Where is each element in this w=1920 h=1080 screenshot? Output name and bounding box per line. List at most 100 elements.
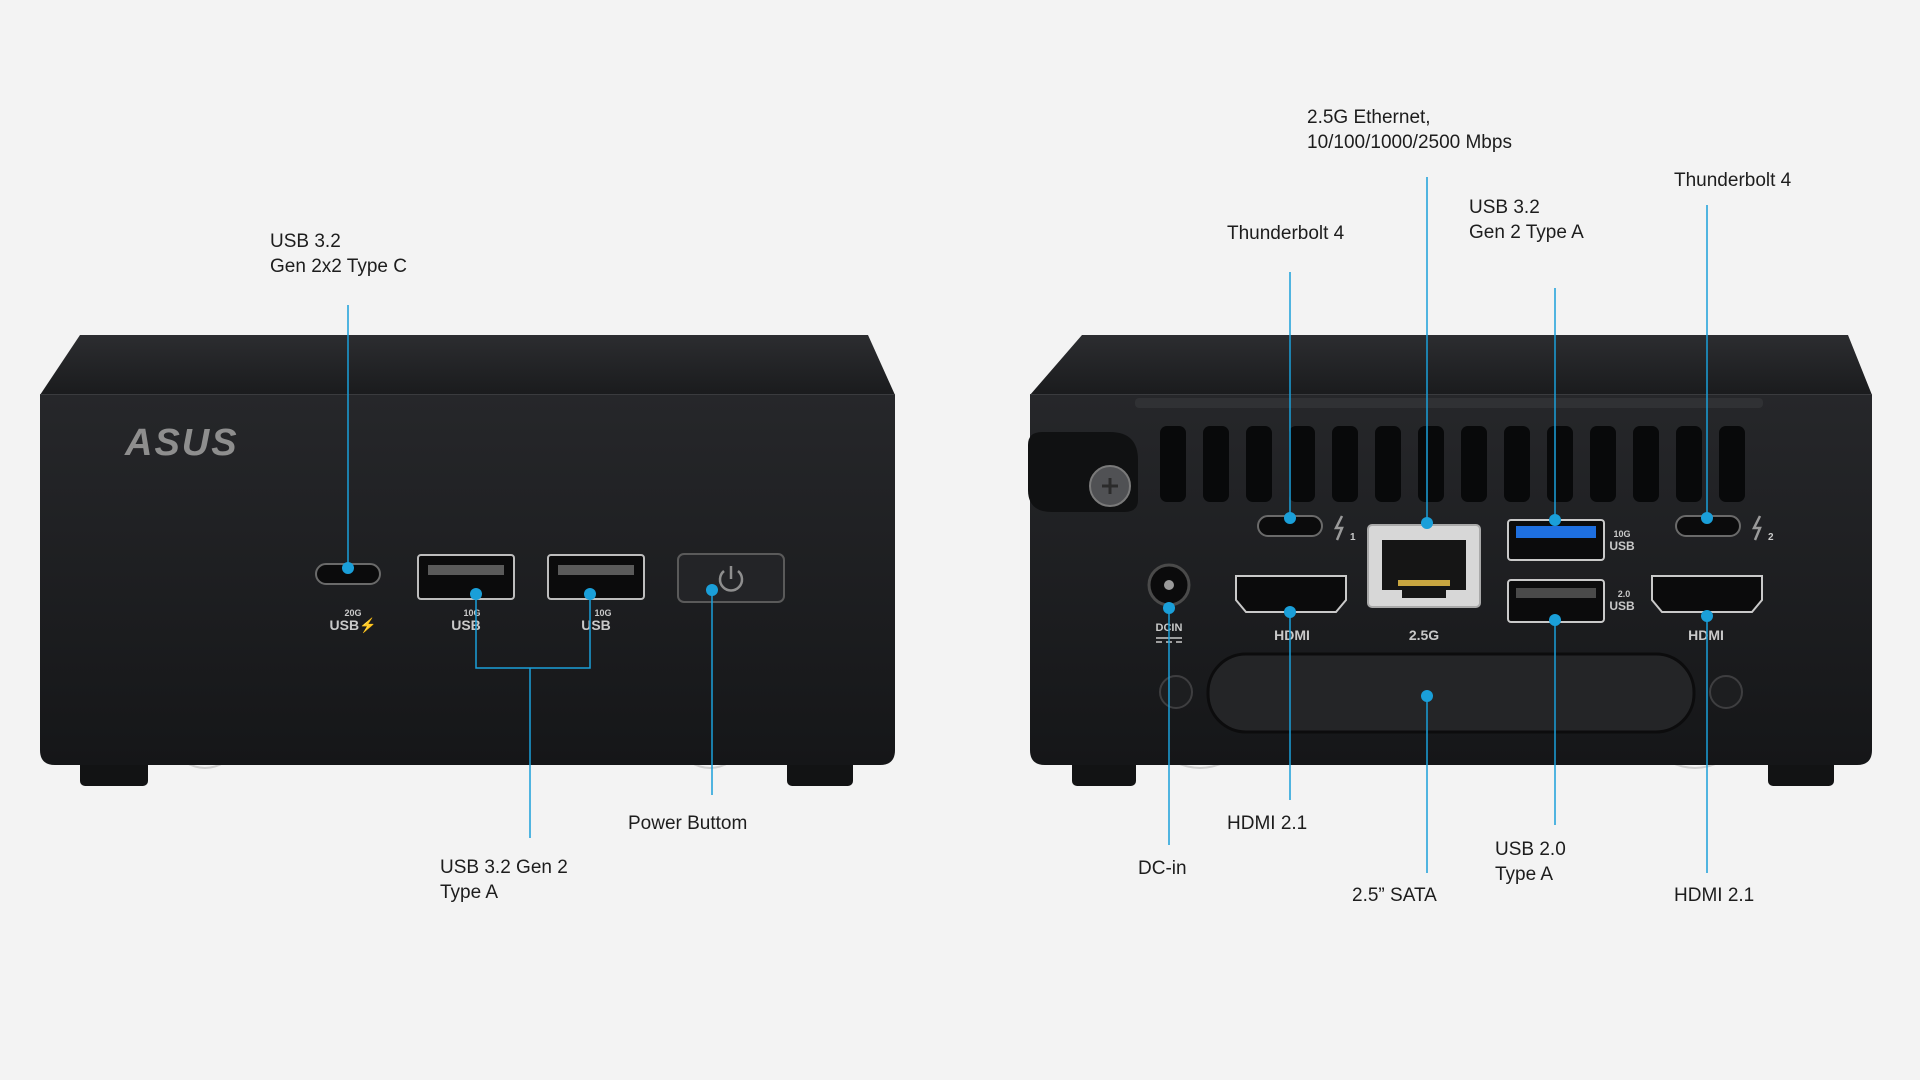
usb20-speed-label: 2.0 bbox=[1618, 589, 1631, 599]
callout-thunderbolt-right: Thunderbolt 4 bbox=[1674, 168, 1791, 193]
thunderbolt-2-number: 2 bbox=[1768, 532, 1774, 543]
callout-thunderbolt-right-line1: Thunderbolt 4 bbox=[1674, 170, 1792, 191]
callout-usb-c-line2: Gen 2x2 Type C bbox=[270, 256, 407, 277]
vent-slot bbox=[1590, 426, 1616, 502]
thunderbolt-icon-2: 2 bbox=[1751, 515, 1774, 543]
rear-view-device: 1 2 HDMI 2.5G HDMI 10G USB bbox=[1028, 335, 1872, 786]
rear-vent-lip bbox=[1135, 398, 1763, 408]
callout-usb-c-line1: USB 3.2 bbox=[270, 231, 341, 252]
callout-sata-line1: 2.5” SATA bbox=[1352, 885, 1437, 906]
dot-power bbox=[706, 584, 718, 596]
vent-slot bbox=[1160, 426, 1186, 502]
callout-ethernet-line2: 10/100/1000/2500 Mbps bbox=[1307, 132, 1512, 153]
hdmi-right-label: HDMI bbox=[1688, 627, 1724, 643]
callout-dc-in: DC-in bbox=[1138, 856, 1187, 881]
leader-usb-a-bracket bbox=[475, 596, 591, 669]
front-foot-left bbox=[80, 760, 148, 786]
vent-slot bbox=[1719, 426, 1745, 502]
callout-hdmi-left: HDMI 2.1 bbox=[1227, 811, 1307, 836]
vent-slot bbox=[1246, 426, 1272, 502]
vent-slot bbox=[1203, 426, 1229, 502]
dot-ethernet bbox=[1421, 517, 1433, 529]
callout-usb20: USB 2.0 Type A bbox=[1495, 837, 1566, 887]
usb32-speed-label: 10G bbox=[1613, 529, 1630, 539]
front-usb-a-port-1 bbox=[417, 554, 515, 600]
callout-usb32-line2: Gen 2 Type A bbox=[1469, 222, 1584, 243]
front-usb-a-port-2 bbox=[547, 554, 645, 600]
usba1-type-label: USB bbox=[451, 617, 481, 633]
usba2-speed-label: 10G bbox=[594, 608, 611, 618]
ethernet-jack bbox=[1382, 540, 1466, 598]
dot-hdmi-left bbox=[1284, 606, 1296, 618]
sata-bay-cover bbox=[1206, 652, 1696, 734]
front-usb-a-port-1-tongue bbox=[428, 565, 504, 575]
leader-lines bbox=[347, 177, 1708, 873]
thumb-screw-cross bbox=[1102, 478, 1118, 494]
vent-slot bbox=[1332, 426, 1358, 502]
front-foot-right bbox=[787, 760, 853, 786]
dot-usb32 bbox=[1549, 514, 1561, 526]
thunderbolt-1-number: 1 bbox=[1350, 532, 1356, 543]
callout-ethernet-line1: 2.5G Ethernet, bbox=[1307, 107, 1431, 128]
callout-usb20-line2: Type A bbox=[1495, 864, 1554, 885]
asus-logo: ASUS bbox=[124, 422, 239, 464]
callout-power: Power Buttom bbox=[628, 811, 747, 836]
dot-thunderbolt-2 bbox=[1701, 512, 1713, 524]
dot-usb20 bbox=[1549, 614, 1561, 626]
rear-screw-right bbox=[1709, 675, 1743, 709]
usbc-type-label: USB⚡ bbox=[330, 617, 377, 634]
rear-screw-left bbox=[1159, 675, 1193, 709]
dot-sata bbox=[1421, 690, 1433, 702]
vent-slot bbox=[1633, 426, 1659, 502]
rear-usb32-tongue bbox=[1516, 526, 1596, 538]
callout-hdmi-right: HDMI 2.1 bbox=[1674, 883, 1754, 908]
callout-usb-a-line1: USB 3.2 Gen 2 bbox=[440, 857, 568, 878]
vent-slot bbox=[1418, 426, 1444, 502]
dot-usb-a-1 bbox=[470, 588, 482, 600]
callout-ethernet: 2.5G Ethernet, 10/100/1000/2500 Mbps bbox=[1307, 105, 1512, 155]
rear-foot-left bbox=[1072, 760, 1136, 786]
dot-dc-in bbox=[1163, 602, 1175, 614]
callout-usb-c: USB 3.2 Gen 2x2 Type C bbox=[270, 229, 407, 279]
callout-thunderbolt-left-line1: Thunderbolt 4 bbox=[1227, 223, 1345, 244]
dot-usb-a-2 bbox=[584, 588, 596, 600]
vent-slot bbox=[1504, 426, 1530, 502]
hdmi-port-left bbox=[1235, 575, 1347, 613]
ethernet-speed-label: 2.5G bbox=[1409, 627, 1439, 643]
callout-dc-in-line1: DC-in bbox=[1138, 858, 1187, 879]
vent-slot bbox=[1461, 426, 1487, 502]
front-usb-a-port-2-tongue bbox=[558, 565, 634, 575]
callout-hdmi-right-line1: HDMI 2.1 bbox=[1674, 885, 1755, 906]
leader-dots bbox=[342, 512, 1713, 702]
callout-usb32: USB 3.2 Gen 2 Type A bbox=[1469, 195, 1584, 245]
rear-top-face bbox=[1030, 335, 1872, 395]
dot-hdmi-right bbox=[1701, 610, 1713, 622]
front-view-device: ASUS 20G USB⚡ 10G USB 10G USB bbox=[40, 335, 895, 786]
vent-slot bbox=[1375, 426, 1401, 502]
usba1-speed-label: 10G bbox=[463, 608, 480, 618]
usbc-speed-label: 20G bbox=[344, 608, 361, 618]
callout-thunderbolt-left: Thunderbolt 4 bbox=[1227, 221, 1344, 246]
vent-slot bbox=[1547, 426, 1573, 502]
ethernet-pins bbox=[1398, 580, 1450, 586]
dot-thunderbolt-1 bbox=[1284, 512, 1296, 524]
rear-usb20-tongue bbox=[1516, 588, 1596, 598]
callout-power-line1: Power Buttom bbox=[628, 813, 748, 834]
front-top-face bbox=[40, 335, 895, 395]
callout-usb20-line1: USB 2.0 bbox=[1495, 839, 1566, 860]
vent-slot bbox=[1289, 426, 1315, 502]
dc-in-pin bbox=[1164, 580, 1174, 590]
callout-usb32-line1: USB 3.2 bbox=[1469, 197, 1540, 218]
dot-usb-c bbox=[342, 562, 354, 574]
callout-hdmi-left-line1: HDMI 2.1 bbox=[1227, 813, 1308, 834]
vent-grille bbox=[1160, 426, 1745, 502]
callout-usb-a-line2: Type A bbox=[440, 882, 499, 903]
usb20-type-label: USB bbox=[1609, 599, 1635, 613]
vent-slot bbox=[1676, 426, 1702, 502]
hdmi-port-right bbox=[1651, 575, 1763, 613]
hdmi-left-label: HDMI bbox=[1274, 627, 1310, 643]
usba2-type-label: USB bbox=[581, 617, 611, 633]
rear-foot-right bbox=[1768, 760, 1834, 786]
